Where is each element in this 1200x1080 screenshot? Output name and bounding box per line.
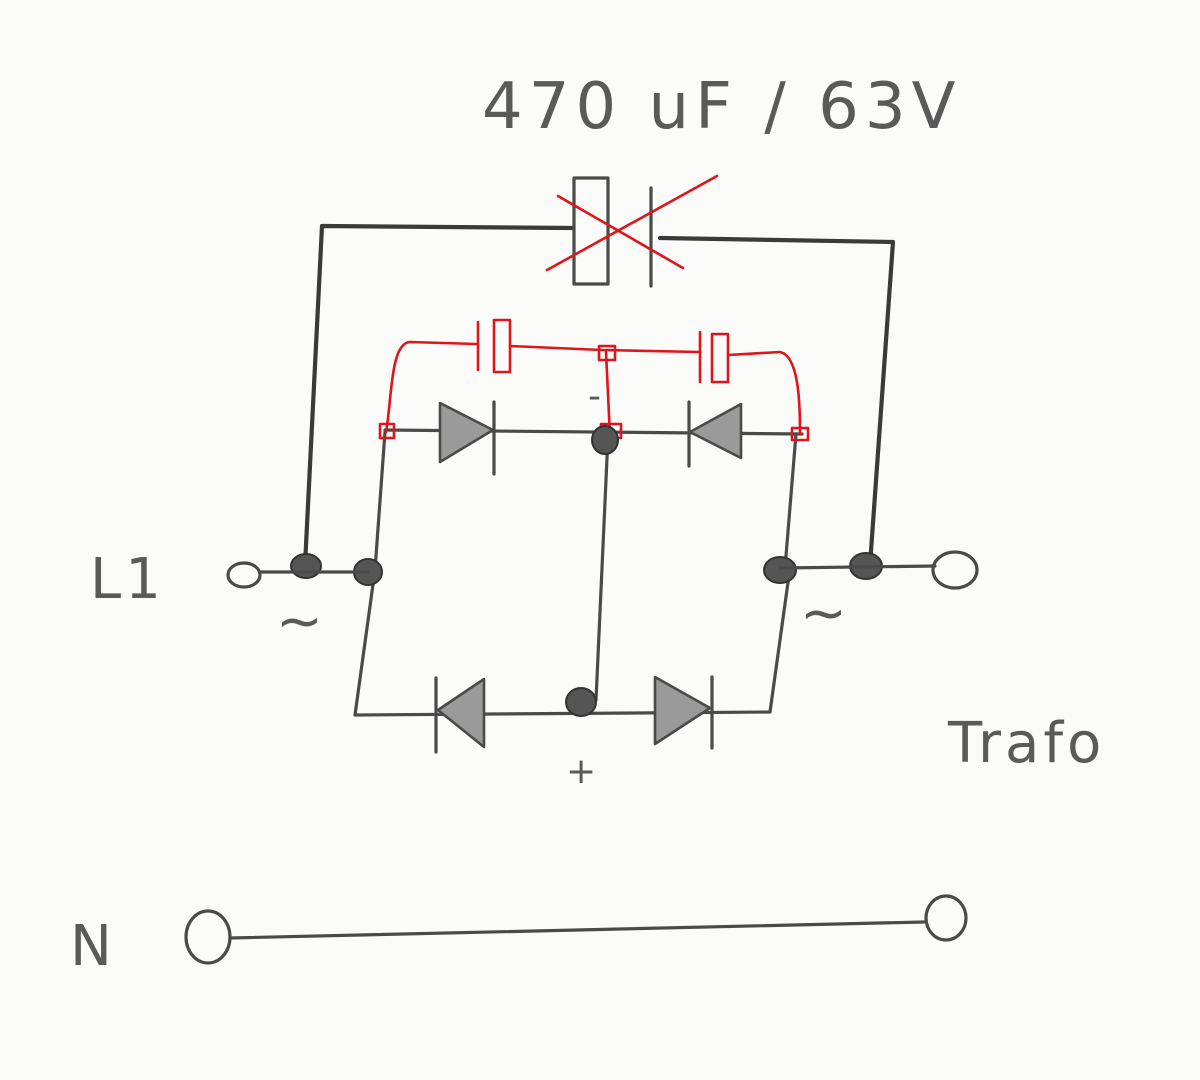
- neutral-terminal-left: [184, 909, 232, 965]
- ac-symbol-right: ~: [800, 581, 851, 646]
- plus-label: +: [566, 751, 596, 792]
- node-bottom-center: [565, 687, 597, 717]
- diode-top-left: [438, 400, 496, 476]
- node-left-outer: [290, 553, 322, 579]
- node-right-inner: [763, 556, 797, 584]
- bridge-bottom-rail: [353, 566, 792, 717]
- l1-label: L1: [90, 547, 165, 612]
- neutral-terminal-right: [924, 894, 968, 942]
- bridge-center-wire: [594, 434, 610, 702]
- neutral-label: N: [70, 914, 116, 979]
- diode-top-right: [687, 400, 743, 468]
- l1-terminal: [226, 561, 262, 589]
- trafo-terminal-top: [931, 550, 979, 590]
- capacitor-value-label: 470 uF / 63V: [482, 70, 961, 144]
- diode-bottom-left: [434, 676, 486, 754]
- crossed-out-capacitor: [545, 174, 719, 288]
- outer-loop-wire-right: [657, 235, 896, 568]
- added-capacitors: [378, 318, 810, 442]
- minus-label: -: [588, 376, 601, 417]
- trafo-label: Trafo: [947, 711, 1105, 776]
- outer-loop-wire: [302, 223, 575, 568]
- node-top-center: [591, 425, 619, 455]
- diode-bottom-right: [653, 675, 714, 750]
- trafo-wire-top: [778, 564, 937, 570]
- bridge-left-wire: [373, 430, 387, 572]
- ac-symbol-left: ~: [276, 589, 327, 654]
- neutral-wire: [228, 920, 926, 940]
- bridge-right-wire: [783, 432, 798, 570]
